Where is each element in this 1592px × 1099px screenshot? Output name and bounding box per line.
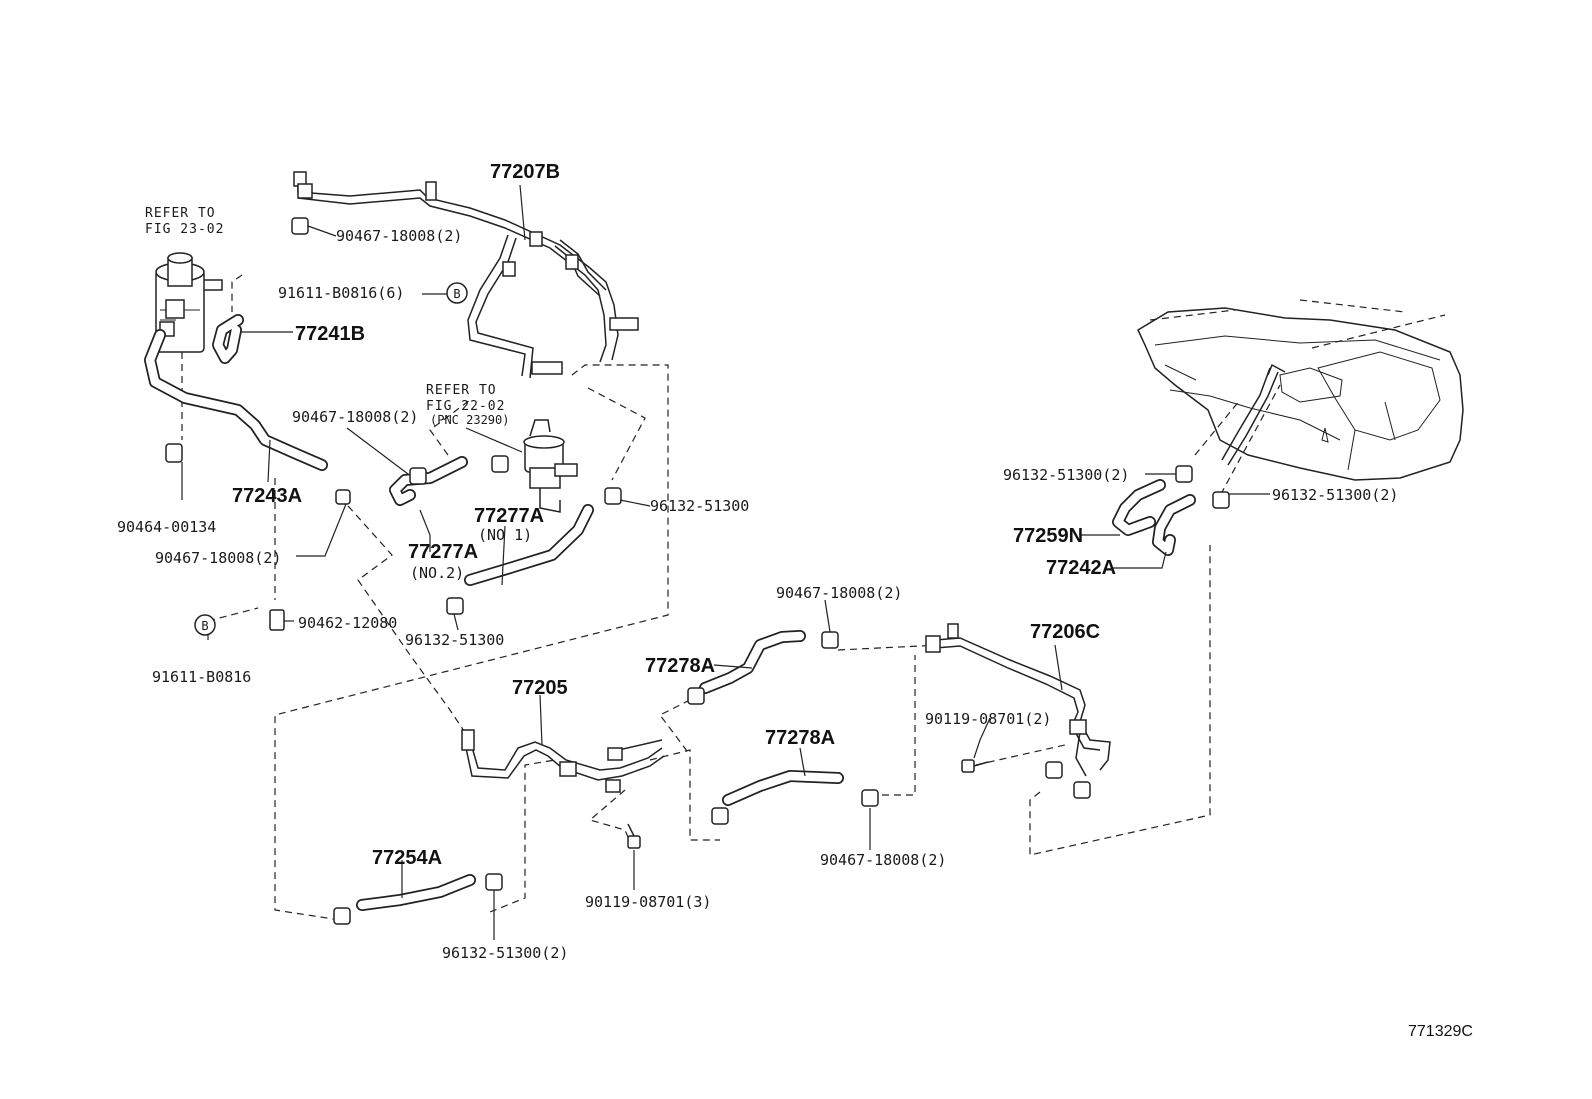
- label-90119-bottom: 90119-08701(3): [585, 893, 711, 911]
- refer-fig23-line2: FIG 23-02: [145, 222, 224, 237]
- diagram-id: 771329C: [1408, 1023, 1473, 1040]
- pipe-77205: [461, 729, 665, 793]
- clamps: [165, 217, 1230, 925]
- label-77277A-no1: 77277A: [474, 505, 544, 527]
- label-90467-bottom: 90467-18008(2): [820, 851, 946, 869]
- b-marker-top: B: [446, 282, 468, 304]
- label-90464: 90464-00134: [117, 518, 216, 536]
- label-77205: 77205: [512, 677, 568, 699]
- refer-fig23-line1: REFER TO: [145, 206, 216, 221]
- label-91611-6: 91611-B0816(6): [278, 284, 404, 302]
- pipe-77207B: [293, 171, 639, 379]
- label-96132-tank-left: 96132-51300(2): [1003, 466, 1129, 484]
- label-no1: (NO 1): [478, 526, 532, 544]
- fuel-tank: [1137, 307, 1464, 481]
- label-77207B: 77207B: [490, 161, 560, 183]
- hoses: [144, 314, 1196, 911]
- label-96132-bottom: 96132-51300(2): [442, 944, 568, 962]
- refer-fig22-line3: (PNC 23290): [430, 413, 509, 427]
- label-no2: (NO.2): [410, 564, 464, 582]
- label-91611: 91611-B0816: [152, 668, 251, 686]
- dashed-reference-lines: [181, 274, 1446, 921]
- label-90462: 90462-12080: [298, 614, 397, 632]
- label-96132-low: 96132-51300: [405, 631, 504, 649]
- label-77243A: 77243A: [232, 485, 302, 507]
- label-77278A-top: 77278A: [645, 655, 715, 677]
- label-90467-left: 90467-18008(2): [155, 549, 281, 567]
- leader-lines: [181, 184, 1270, 940]
- label-77277A-no2: 77277A: [408, 541, 478, 563]
- vacuum-switching-valve: [523, 419, 578, 513]
- charcoal-canister: [155, 252, 223, 353]
- label-77241B: 77241B: [295, 323, 365, 345]
- refer-fig22-line1: REFER TO: [426, 383, 497, 398]
- b-marker-bottom: B: [194, 614, 216, 636]
- label-77242A: 77242A: [1046, 557, 1116, 579]
- label-77278A-low: 77278A: [765, 727, 835, 749]
- label-90467-mid: 90467-18008(2): [292, 408, 418, 426]
- label-77254A: 77254A: [372, 847, 442, 869]
- label-90119-right: 90119-08701(2): [925, 710, 1051, 728]
- part-labels: 77207B REFER TO FIG 23-02 90467-18008(2)…: [117, 161, 1473, 1040]
- refer-fig22-line2: FIG 22-02: [426, 399, 505, 414]
- pipe-77206C: [925, 623, 1111, 777]
- b-marker-bottom-label: B: [201, 619, 208, 633]
- label-96132-mid: 96132-51300: [650, 497, 749, 515]
- b-marker-top-label: B: [453, 287, 460, 301]
- label-96132-tank-right: 96132-51300(2): [1272, 486, 1398, 504]
- label-90467-right: 90467-18008(2): [776, 584, 902, 602]
- label-77206C: 77206C: [1030, 621, 1100, 643]
- label-90467-top: 90467-18008(2): [336, 227, 462, 245]
- label-77259N: 77259N: [1013, 525, 1083, 547]
